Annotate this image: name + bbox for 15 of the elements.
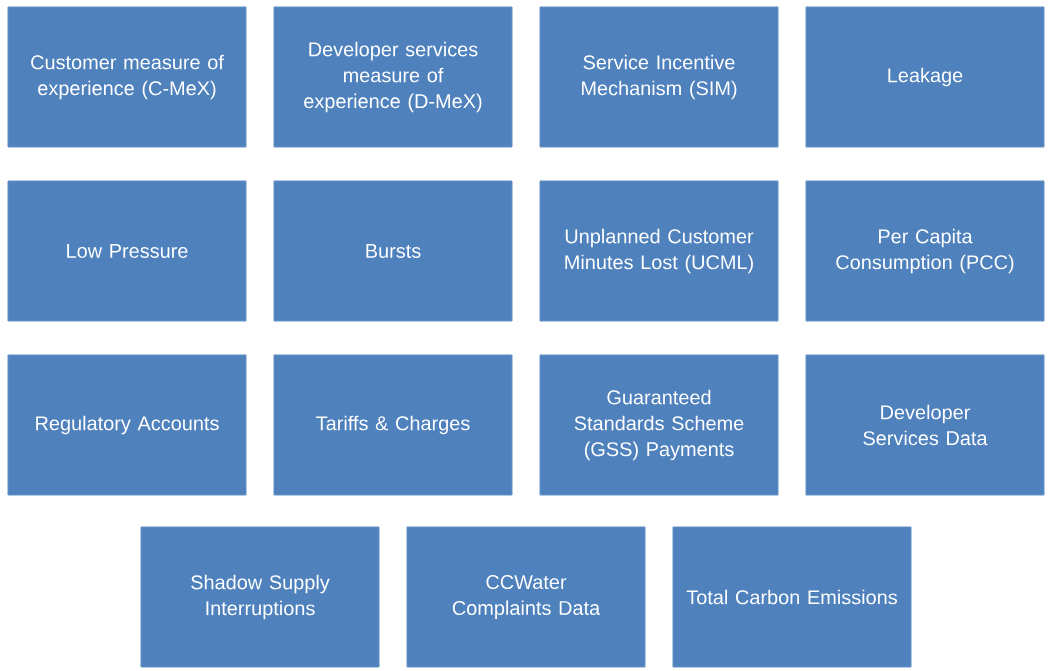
text-box: Developer services measure of experience (D-MeX) <box>273 6 513 148</box>
text-box: Total Carbon Emissions <box>672 526 912 668</box>
text-box: Per Capita Consumption (PCC) <box>805 180 1045 322</box>
text-box: Shadow Supply Interruptions <box>140 526 380 668</box>
text-box: Unplanned Customer Minutes Lost (UCML) <box>539 180 779 322</box>
text-box: Leakage <box>805 6 1045 148</box>
text-box: Low Pressure <box>7 180 247 322</box>
text-box: CCWater Complaints Data <box>406 526 646 668</box>
text-box: Tariffs & Charges <box>273 354 513 496</box>
text-box: Developer Services Data <box>805 354 1045 496</box>
text-box: Service Incentive Mechanism (SIM) <box>539 6 779 148</box>
text-box: Guaranteed Standards Scheme (GSS) Payments <box>539 354 779 496</box>
text-box: Bursts <box>273 180 513 322</box>
text-box: Regulatory Accounts <box>7 354 247 496</box>
text-box: Customer measure of experience (C-MeX) <box>7 6 247 148</box>
